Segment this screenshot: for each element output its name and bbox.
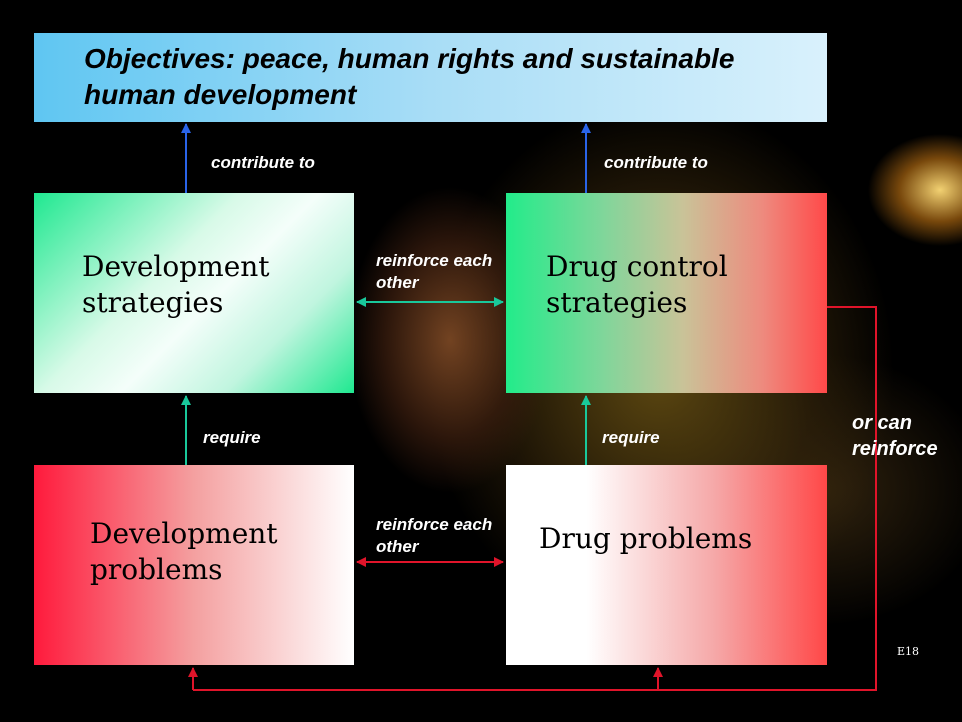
reinforce-top-label: reinforce each other bbox=[376, 251, 493, 292]
or-can-reinforce-label: or can reinforce bbox=[852, 412, 938, 460]
drug-control-strategies-label: Drug control strategies bbox=[546, 250, 728, 319]
require-left-label: require bbox=[203, 428, 261, 447]
contribute-to-left-label: contribute to bbox=[211, 153, 315, 172]
development-strategies-box: Development strategies bbox=[34, 193, 354, 393]
drug-control-strategies-box: Drug control strategies bbox=[506, 193, 827, 393]
reinforce-bottom-label: reinforce each other bbox=[376, 515, 493, 556]
development-strategies-label: Development strategies bbox=[82, 250, 270, 319]
drug-problems-box: Drug problems bbox=[506, 465, 827, 665]
slide-number: E18 bbox=[897, 645, 920, 658]
objectives-box: Objectives: peace, human rights and sust… bbox=[34, 33, 827, 122]
or-can-reinforce-line bbox=[193, 306, 877, 691]
objectives-title: Objectives: peace, human rights and sust… bbox=[84, 43, 735, 110]
require-right-label: require bbox=[602, 428, 660, 447]
development-problems-box: Development problems bbox=[34, 465, 354, 665]
drug-problems-label: Drug problems bbox=[539, 522, 753, 555]
contribute-to-right-label: contribute to bbox=[604, 153, 708, 172]
development-problems-label: Development problems bbox=[90, 517, 278, 586]
